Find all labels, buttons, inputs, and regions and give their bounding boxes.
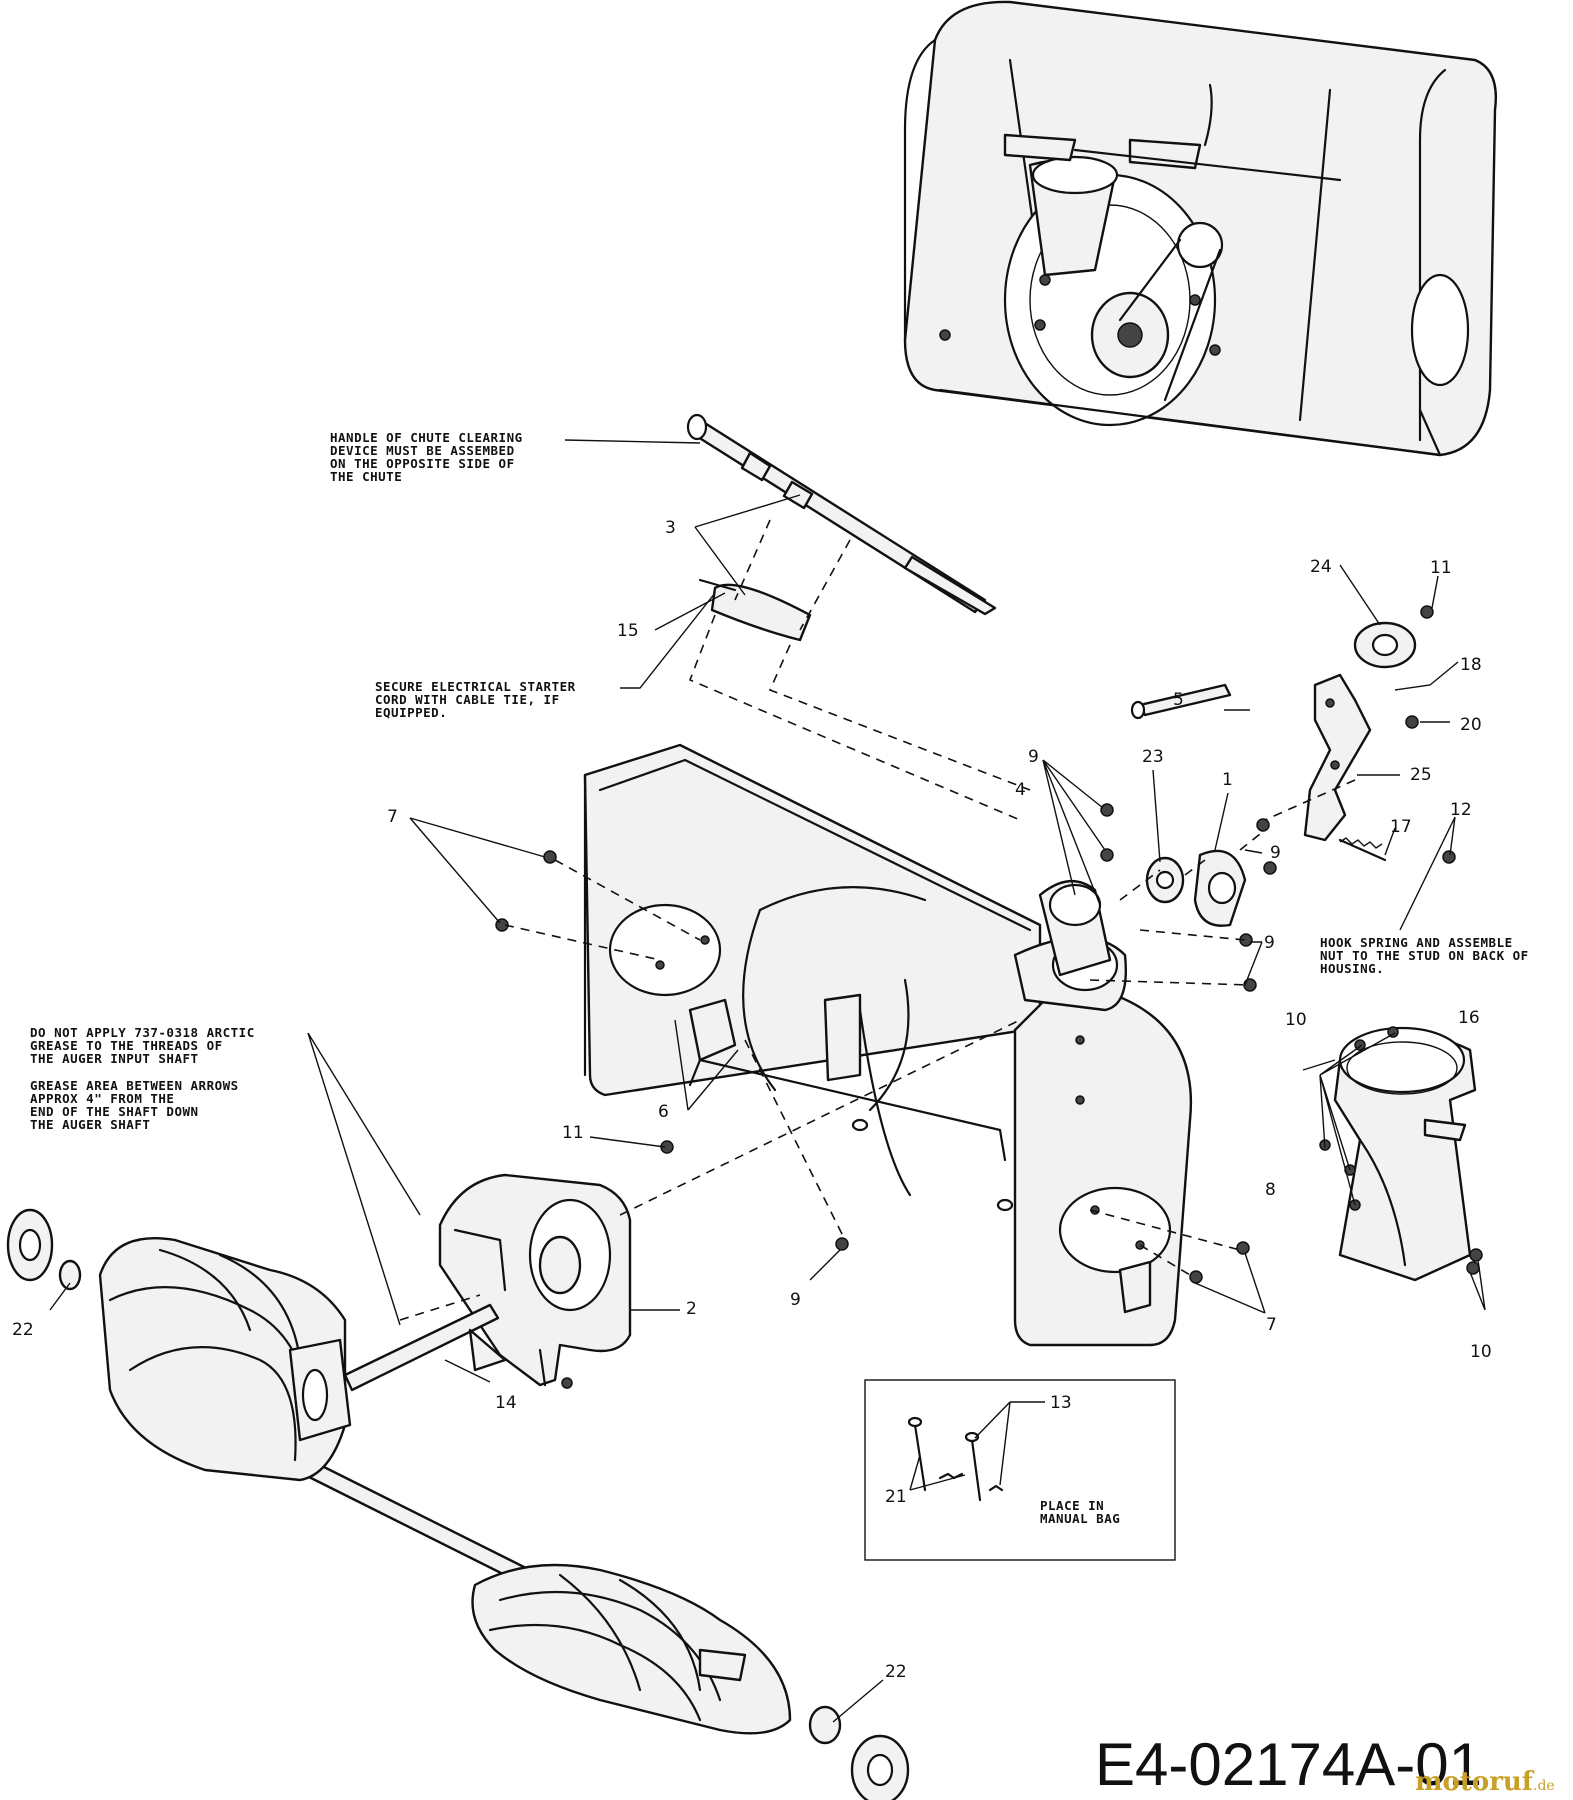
callout-4: 4 xyxy=(1015,780,1026,800)
auger-gearbox xyxy=(438,1019,1021,1389)
callout-11-right: 11 xyxy=(1430,558,1452,578)
callout-14: 14 xyxy=(495,1393,517,1413)
svg-text:DO NOT APPLY 737-0318 ARCTIC: DO NOT APPLY 737-0318 ARCTIC xyxy=(30,1025,255,1040)
discharge-chute xyxy=(1319,1026,1483,1282)
callout-10-top: 10 xyxy=(1285,1010,1307,1030)
callout-9-top: 9 xyxy=(1028,747,1039,767)
svg-text:END OF THE SHAFT DOWN: END OF THE SHAFT DOWN xyxy=(30,1104,199,1119)
bearing-and-idler-parts xyxy=(495,605,1456,1284)
callout-22-bottom: 22 xyxy=(885,1662,907,1682)
callout-6: 6 xyxy=(658,1102,669,1122)
svg-text:APPROX 4" FROM THE: APPROX 4" FROM THE xyxy=(30,1091,174,1106)
callout-9-bottom: 9 xyxy=(790,1290,801,1310)
callout-numbers: 1 2 3 4 5 6 7 7 8 9 9 9 9 10 10 11 11 12… xyxy=(12,518,1492,1682)
assembled-housing-rear-view xyxy=(903,0,1497,457)
svg-text:EQUIPPED.: EQUIPPED. xyxy=(375,705,447,720)
chute-clearing-shaft xyxy=(686,413,997,642)
svg-text:MANUAL BAG: MANUAL BAG xyxy=(1040,1511,1120,1526)
watermark-logo: motoruf.de xyxy=(1415,1767,1555,1797)
note-chute-handle: HANDLE OF CHUTE CLEARING DEVICE MUST BE … xyxy=(330,430,523,484)
svg-text:ON THE OPPOSITE SIDE OF: ON THE OPPOSITE SIDE OF xyxy=(330,456,515,471)
callout-16: 16 xyxy=(1458,1008,1480,1028)
assembly-line xyxy=(768,644,1031,791)
svg-text:CORD WITH CABLE TIE, IF: CORD WITH CABLE TIE, IF xyxy=(375,692,560,707)
callout-10-bottom: 10 xyxy=(1470,1342,1492,1362)
svg-text:THE CHUTE: THE CHUTE xyxy=(330,469,402,484)
note-grease-area: GREASE AREA BETWEEN ARROWS APPROX 4" FRO… xyxy=(30,1078,239,1132)
note-manual-bag: PLACE IN MANUAL BAG xyxy=(1040,1498,1120,1526)
callout-5: 5 xyxy=(1173,690,1184,710)
callout-24: 24 xyxy=(1310,557,1332,577)
callout-17: 17 xyxy=(1390,817,1412,837)
auger-assembly xyxy=(6,1208,910,1800)
callout-25: 25 xyxy=(1410,765,1432,785)
callout-9-lower: 9 xyxy=(1264,933,1275,953)
callout-2: 2 xyxy=(686,1299,697,1319)
svg-text:PLACE IN: PLACE IN xyxy=(1040,1498,1104,1513)
callout-11-left: 11 xyxy=(562,1123,584,1143)
note-hook-spring: HOOK SPRING AND ASSEMBLE NUT TO THE STUD… xyxy=(1320,935,1529,976)
manual-bag-inset xyxy=(864,1379,1176,1561)
drawing-code: E4-02174A-01 xyxy=(1095,1731,1482,1798)
svg-text:THE AUGER SHAFT: THE AUGER SHAFT xyxy=(30,1117,150,1132)
callout-7-right: 7 xyxy=(1266,1315,1277,1335)
callout-21: 21 xyxy=(885,1487,907,1507)
callout-13: 13 xyxy=(1050,1393,1072,1413)
svg-text:DEVICE MUST BE ASSEMBED: DEVICE MUST BE ASSEMBED xyxy=(330,443,515,458)
note-grease-threads: DO NOT APPLY 737-0318 ARCTIC GREASE TO T… xyxy=(30,1025,255,1066)
svg-text:NUT TO THE STUD ON BACK OF: NUT TO THE STUD ON BACK OF xyxy=(1320,948,1529,963)
assembly-line xyxy=(799,539,851,631)
svg-text:HANDLE OF CHUTE CLEARING: HANDLE OF CHUTE CLEARING xyxy=(330,430,523,445)
callout-3: 3 xyxy=(665,518,676,538)
callout-23: 23 xyxy=(1142,747,1164,767)
svg-text:GREASE AREA BETWEEN ARROWS: GREASE AREA BETWEEN ARROWS xyxy=(30,1078,239,1093)
callout-9-mid: 9 xyxy=(1270,843,1281,863)
assembly-line xyxy=(688,614,1021,821)
callout-12: 12 xyxy=(1450,800,1472,820)
note-starter-cord: SECURE ELECTRICAL STARTER CORD WITH CABL… xyxy=(375,679,576,720)
callout-18: 18 xyxy=(1460,655,1482,675)
callout-1: 1 xyxy=(1222,770,1233,790)
svg-text:HOOK SPRING AND ASSEMBLE: HOOK SPRING AND ASSEMBLE xyxy=(1320,935,1513,950)
callout-20: 20 xyxy=(1460,715,1482,735)
auger-housing xyxy=(583,743,1193,1347)
svg-text:SECURE ELECTRICAL STARTER: SECURE ELECTRICAL STARTER xyxy=(375,679,576,694)
callout-22-left: 22 xyxy=(12,1320,34,1340)
callout-15: 15 xyxy=(617,621,639,641)
svg-text:GREASE TO THE THREADS OF: GREASE TO THE THREADS OF xyxy=(30,1038,223,1053)
callout-7-left: 7 xyxy=(387,807,398,827)
svg-text:THE AUGER INPUT SHAFT: THE AUGER INPUT SHAFT xyxy=(30,1051,199,1066)
assembly-line xyxy=(734,519,771,601)
callout-8: 8 xyxy=(1265,1180,1276,1200)
svg-text:HOUSING.: HOUSING. xyxy=(1320,961,1384,976)
leader-lines xyxy=(49,439,1486,1723)
